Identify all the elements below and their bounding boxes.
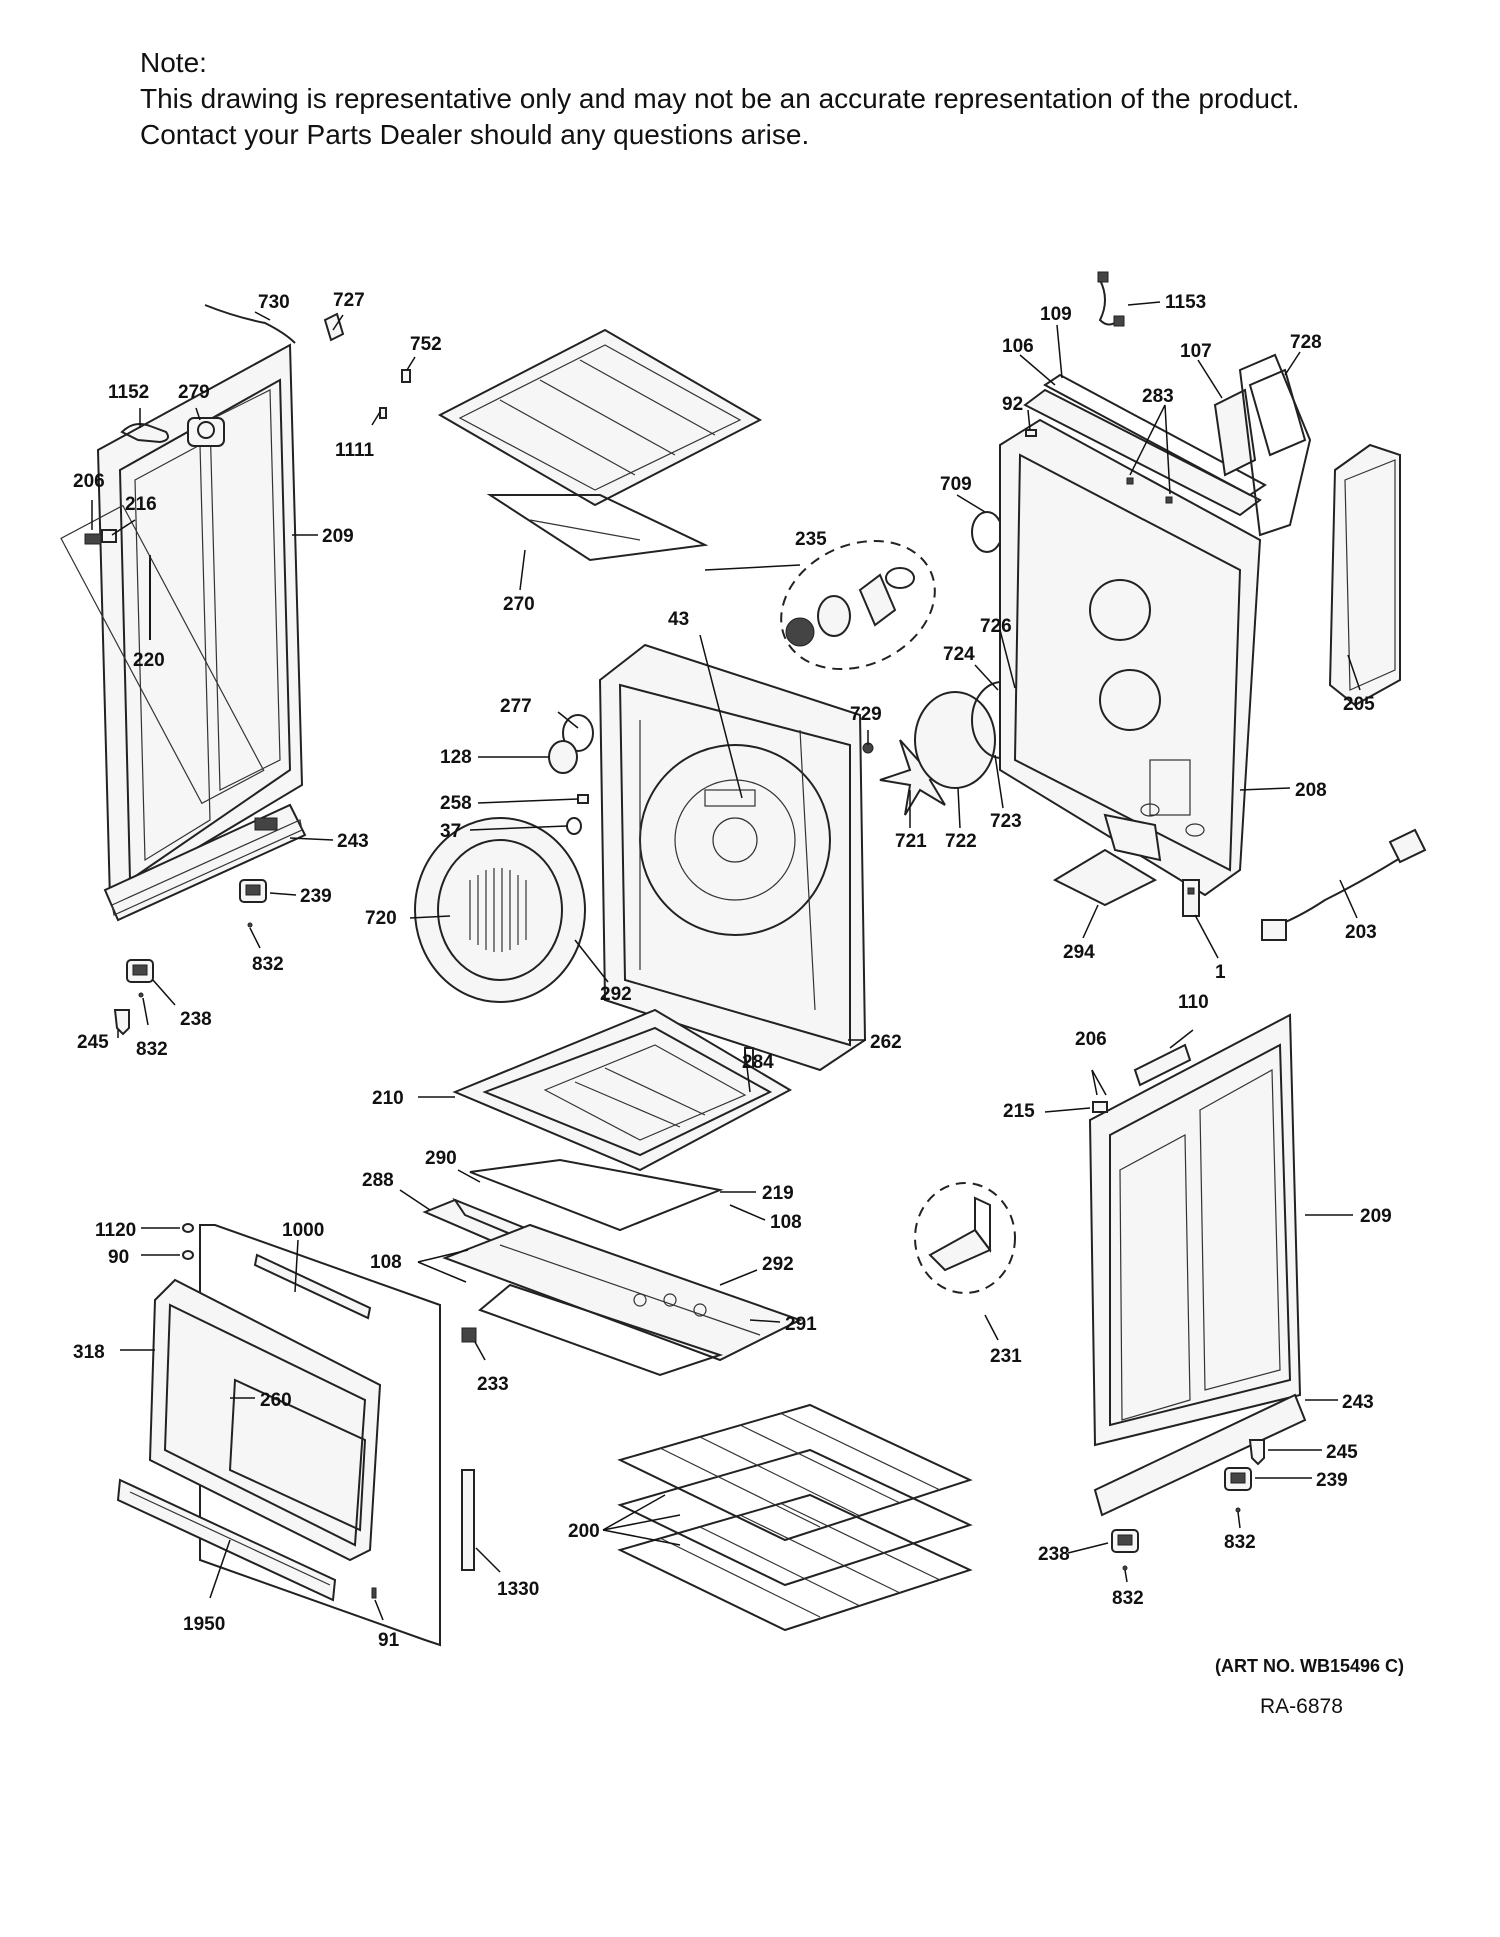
oven-door (116, 1223, 477, 1647)
bracket-231-detail (914, 1182, 1016, 1294)
oven-bottom (452, 1008, 793, 1172)
callout-239-right: 239 (1316, 1470, 1348, 1491)
callout-258: 258 (440, 793, 472, 814)
callout-206-left: 206 (73, 471, 105, 492)
callout-291: 291 (785, 1314, 817, 1335)
callout-318: 318 (73, 1342, 105, 1363)
callout-245-left: 245 (77, 1032, 109, 1053)
callout-243-left: 243 (337, 831, 369, 852)
callout-107: 107 (1180, 341, 1212, 362)
callout-labels: 730 727 752 1111 1152 279 206 216 209 22… (73, 290, 1392, 1651)
bake-heater-assembly (422, 1158, 803, 1377)
callout-43: 43 (668, 609, 689, 630)
callout-108-left: 108 (370, 1252, 402, 1273)
oven-light-assembly (780, 539, 936, 671)
callout-292-upper: 292 (600, 984, 632, 1005)
fan-shroud (414, 714, 594, 1003)
callout-1: 1 (1215, 962, 1226, 983)
callout-292-lower: 292 (762, 1254, 794, 1275)
callout-37: 37 (440, 821, 461, 842)
callout-277: 277 (500, 696, 532, 717)
callout-723: 723 (990, 811, 1022, 832)
callout-728: 728 (1290, 332, 1322, 353)
oven-racks (617, 1403, 973, 1632)
callout-110: 110 (1178, 992, 1209, 1013)
callout-245-right: 245 (1326, 1442, 1358, 1463)
callout-284: 284 (742, 1052, 774, 1073)
callout-270: 270 (503, 594, 535, 615)
callout-1330: 1330 (497, 1579, 539, 1600)
callout-233: 233 (477, 1374, 509, 1395)
art-number: (ART NO. WB15496 C) (1215, 1656, 1405, 1676)
callout-200: 200 (568, 1521, 600, 1542)
callout-216-left: 216 (125, 494, 157, 515)
callout-1120: 1120 (95, 1220, 136, 1241)
callout-109: 109 (1040, 304, 1072, 325)
callout-721: 721 (895, 831, 927, 852)
rear-panel (999, 271, 1401, 897)
callout-729: 729 (850, 704, 882, 725)
callout-108-right: 108 (770, 1212, 802, 1233)
callout-1153: 1153 (1165, 292, 1206, 313)
callout-288: 288 (362, 1170, 394, 1191)
callout-106: 106 (1002, 336, 1034, 357)
callout-290: 290 (425, 1148, 457, 1169)
callout-1950: 1950 (183, 1614, 225, 1635)
callout-1152: 1152 (108, 382, 149, 403)
lower-right-components (1052, 813, 1427, 941)
note-heading: Note: (140, 47, 207, 78)
callout-leader-lines (91, 301, 1361, 1621)
right-side-panel (1088, 1013, 1307, 1571)
left-side-panel (60, 343, 307, 1036)
callout-203: 203 (1345, 922, 1377, 943)
callout-128: 128 (440, 747, 472, 768)
callout-1111: 1111 (335, 440, 375, 461)
callout-727: 727 (333, 290, 365, 311)
callout-92: 92 (1002, 394, 1023, 415)
callout-832-left-b: 832 (136, 1039, 168, 1060)
callout-210: 210 (372, 1088, 404, 1109)
callout-238-left: 238 (180, 1009, 212, 1030)
callout-279: 279 (178, 382, 210, 403)
callout-208: 208 (1295, 780, 1327, 801)
callout-243-right: 243 (1342, 1392, 1374, 1413)
callout-724: 724 (943, 644, 975, 665)
top-tray (437, 328, 763, 562)
callout-206-right: 206 (1075, 1029, 1107, 1050)
callout-294: 294 (1063, 942, 1095, 963)
callout-752: 752 (410, 334, 442, 355)
callout-720: 720 (365, 908, 397, 929)
note-line-2: Contact your Parts Dealer should any que… (140, 119, 810, 150)
callout-91: 91 (378, 1630, 400, 1651)
note-line-1: This drawing is representative only and … (140, 83, 1300, 114)
callout-709: 709 (940, 474, 972, 495)
callout-209-left: 209 (322, 526, 354, 547)
oven-back-panel (598, 643, 867, 1093)
callout-730: 730 (258, 292, 290, 313)
callout-238-right: 238 (1038, 1544, 1070, 1565)
callout-215: 215 (1003, 1101, 1035, 1122)
callout-832-right-b: 832 (1112, 1588, 1144, 1609)
callout-260: 260 (260, 1390, 292, 1411)
callout-832-left-a: 832 (252, 954, 284, 975)
callout-235: 235 (795, 529, 827, 550)
callout-209-right: 209 (1360, 1206, 1392, 1227)
callout-726: 726 (980, 616, 1012, 637)
callout-283: 283 (1142, 386, 1174, 407)
callout-262: 262 (870, 1032, 902, 1053)
disclaimer-note: Note: This drawing is representative onl… (140, 45, 1300, 153)
callout-722: 722 (945, 831, 977, 852)
callout-219: 219 (762, 1183, 794, 1204)
callout-832-right-a: 832 (1224, 1532, 1256, 1553)
callout-205: 205 (1343, 694, 1375, 715)
callout-220: 220 (133, 650, 165, 671)
callout-239-left: 239 (300, 886, 332, 907)
callout-1000: 1000 (282, 1220, 324, 1241)
drawing-reference: RA-6878 (1260, 1695, 1343, 1718)
callout-90: 90 (108, 1247, 129, 1268)
callout-231: 231 (990, 1346, 1022, 1367)
